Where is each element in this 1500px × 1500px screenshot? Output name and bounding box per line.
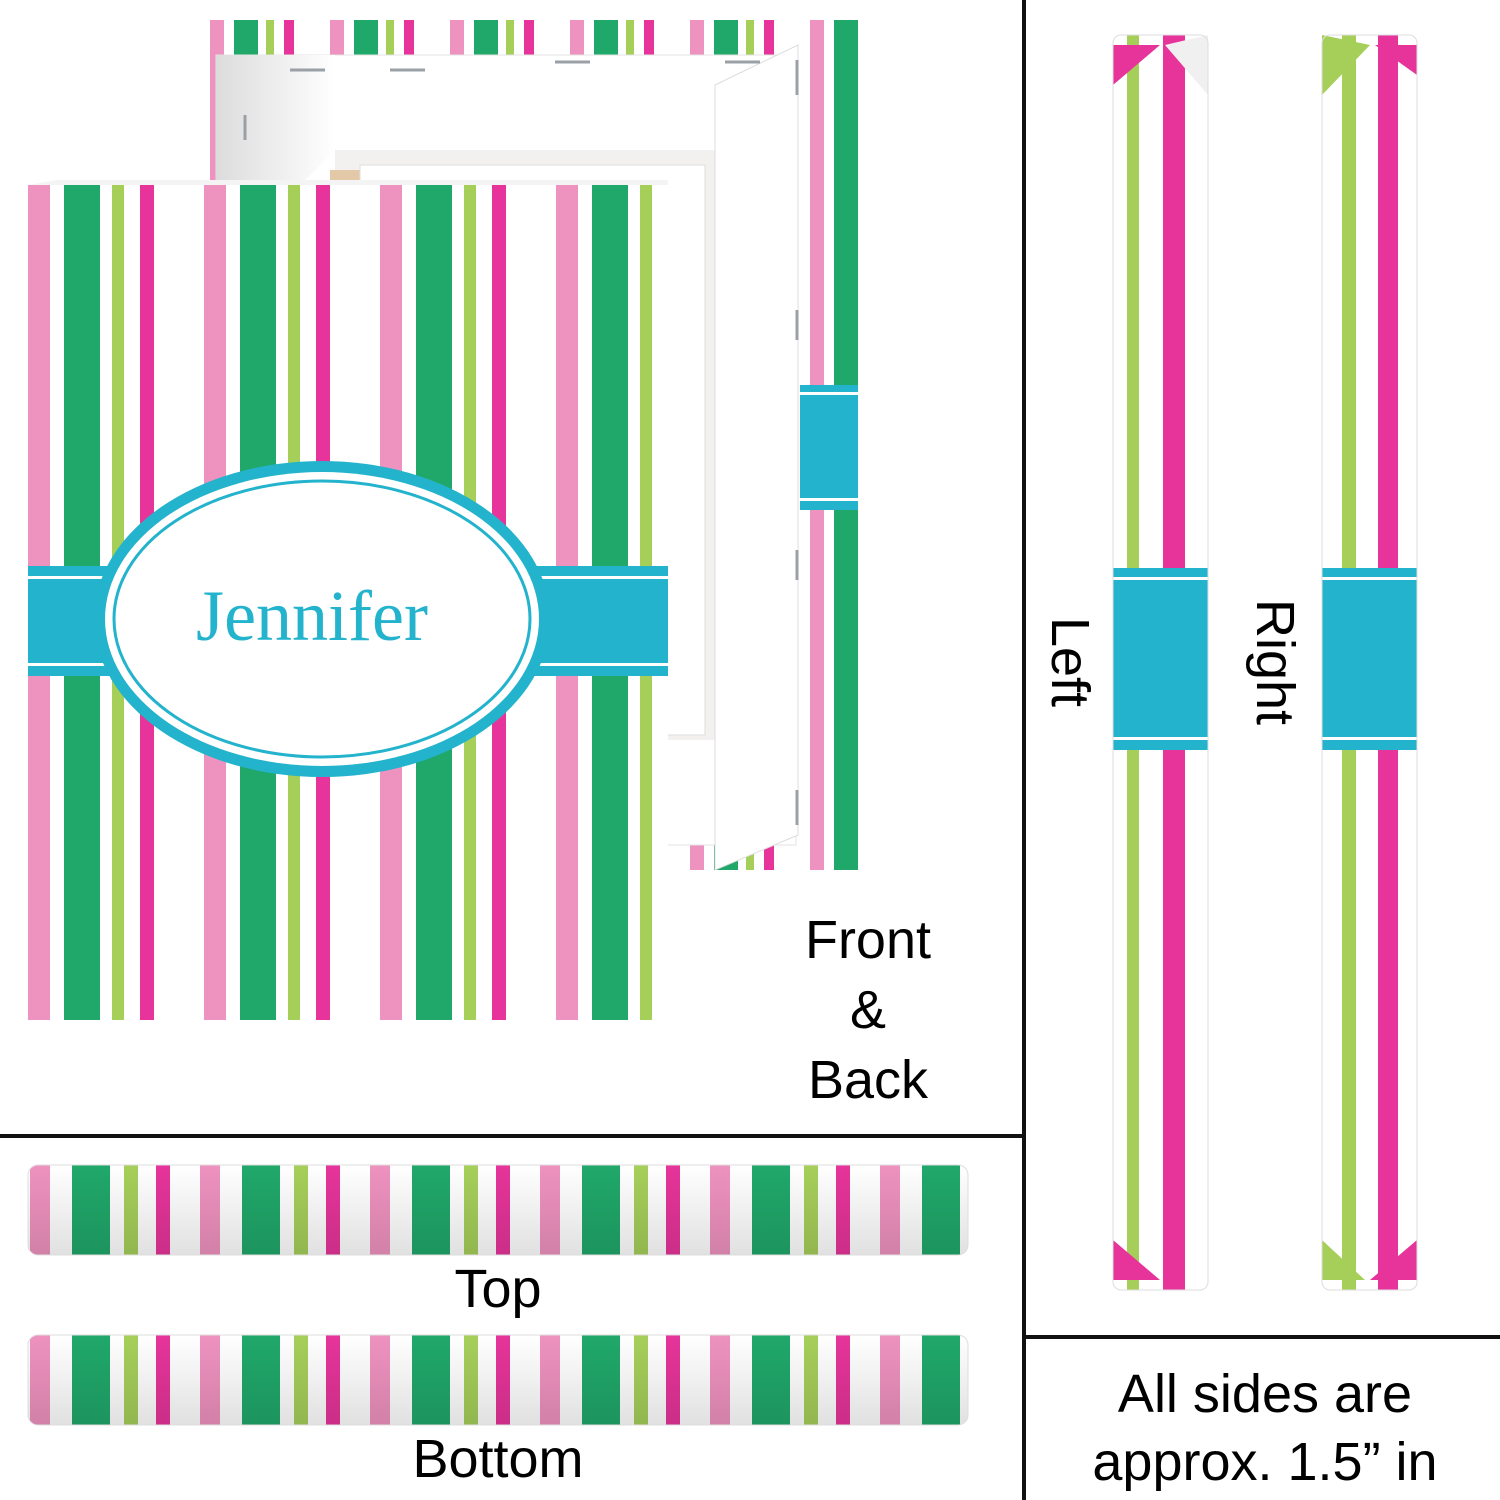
front-label-line: Front <box>804 910 932 970</box>
staple-icon <box>243 60 799 825</box>
corner-flap-right <box>714 44 799 871</box>
right-edge-strip <box>1321 34 1418 1291</box>
vertical-divider <box>1022 0 1026 1500</box>
canvas-front-view: Jennifer <box>28 180 668 1020</box>
horizontal-divider-right <box>1024 1335 1500 1339</box>
sides-note-line1: All sides are <box>1117 1364 1413 1424</box>
bottom-label: Bottom <box>412 1429 584 1489</box>
top-edge-strip <box>27 1164 969 1256</box>
bottom-edge-strip <box>27 1334 969 1426</box>
left-side-label: Left <box>1040 616 1100 708</box>
personalized-name-text: Jennifer <box>196 576 428 656</box>
sides-note: All sides are approx. 1.5” in <box>1030 1360 1500 1496</box>
canvas-back-teal-band <box>800 385 858 510</box>
front-back-label: Front & Back <box>768 905 968 1115</box>
right-side-label: Right <box>1245 598 1305 726</box>
sides-note-line2: approx. 1.5” in <box>1092 1432 1438 1492</box>
back-label-line: Back <box>807 1050 929 1110</box>
left-edge-strip <box>1112 34 1209 1291</box>
horizontal-divider-left <box>0 1134 1024 1138</box>
ampersand-label-line: & <box>849 980 887 1040</box>
top-label: Top <box>454 1259 542 1319</box>
